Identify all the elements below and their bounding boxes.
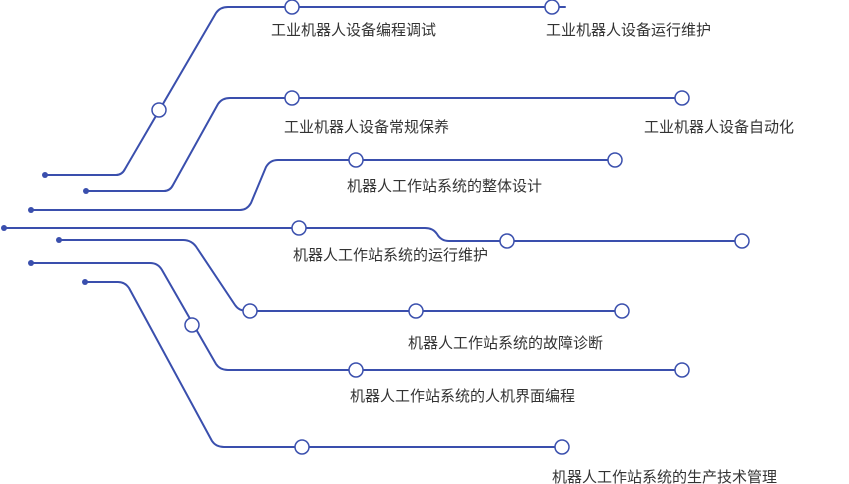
branch-4-node-3 [734,233,750,249]
label-workstation-production-management: 机器人工作站系统的生产技术管理 [552,468,777,484]
branch-5-node-1 [242,303,258,319]
branch-7-node-2 [554,439,570,455]
branch-2-node-2 [284,90,300,106]
branch-2-line [85,97,683,192]
branch-1-node-2 [544,0,560,15]
branch-3-node-1 [348,152,364,168]
branch-labels: 工业机器人设备编程调试 工业机器人设备运行维护 工业机器人设备常规保养 工业机器… [271,21,794,484]
branch-3-start-dot [28,207,34,213]
label-workstation-hmi-programming: 机器人工作站系统的人机界面编程 [350,387,575,405]
label-industrial-robot-routine-care: 工业机器人设备常规保养 [284,118,449,136]
branch-1-node-1 [284,0,300,15]
branch-4-line [3,227,743,242]
branch-6-node-3 [674,362,690,378]
branch-5-node-3 [614,303,630,319]
branch-6-node-1 [184,317,200,333]
branch-4-node-2 [499,233,515,249]
branch-1-line [44,6,566,176]
branch-nodes [151,0,750,455]
branch-1-start-dot [42,172,48,178]
branch-2-node-3 [674,90,690,106]
branch-5-start-dot [56,237,62,243]
branch-7-line [84,281,563,448]
label-workstation-overall-design: 机器人工作站系统的整体设计 [347,177,542,195]
label-workstation-fault-diagnosis: 机器人工作站系统的故障诊断 [408,334,603,352]
start-dots [1,172,89,285]
branch-2-start-dot [83,188,89,194]
branch-2-node-1 [151,102,167,118]
branch-4-node-1 [291,220,307,236]
branch-5-node-2 [408,303,424,319]
branch-7-start-dot [82,279,88,285]
label-workstation-operation-maintenance: 机器人工作站系统的运行维护 [293,246,488,264]
label-industrial-robot-automation: 工业机器人设备自动化 [644,118,794,136]
branch-3-line [30,159,616,211]
label-industrial-robot-programming: 工业机器人设备编程调试 [271,21,436,39]
branch-4-start-dot [1,225,7,231]
branch-6-line [30,262,683,371]
branch-lines [3,6,743,448]
branch-7-node-1 [294,439,310,455]
branch-6-node-2 [348,362,364,378]
branch-6-start-dot [28,260,34,266]
label-industrial-robot-maintenance: 工业机器人设备运行维护 [546,21,711,39]
branch-3-node-2 [607,152,623,168]
